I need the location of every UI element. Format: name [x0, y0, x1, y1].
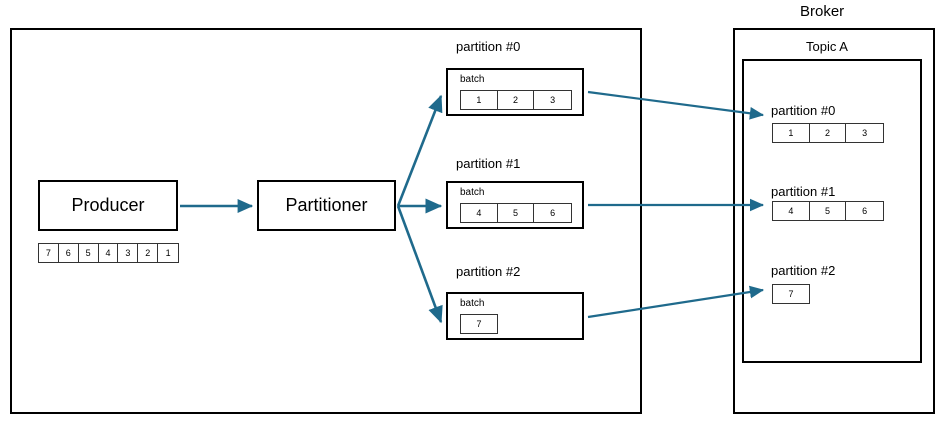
- batch-cell: 2: [498, 91, 535, 109]
- batch-cell: 3: [550, 95, 556, 105]
- producer-side-container: [10, 28, 642, 414]
- broker-container: [733, 28, 935, 414]
- producer-partition-0-cells: 1 2 3: [460, 90, 572, 110]
- broker-partition-1-cells: 4 5 6: [772, 201, 884, 221]
- producer-partition-1-cells: 4 5 6: [460, 203, 572, 223]
- queue-cell: 2: [138, 244, 159, 262]
- batch-cell: 5: [498, 204, 535, 222]
- broker-cell: 6: [862, 206, 868, 216]
- broker-cell: 7: [788, 289, 794, 299]
- producer-partition-0-label: partition #0: [456, 39, 521, 54]
- batch-cell: 4: [461, 204, 498, 222]
- queue-cell: 4: [99, 244, 119, 262]
- topic-container: [742, 59, 922, 363]
- producer-message-queue: 7 6 5 4 3 2 1: [38, 243, 179, 263]
- broker-title: Broker: [800, 3, 845, 20]
- broker-cell: 3: [862, 128, 868, 138]
- queue-cell: 3: [118, 244, 139, 262]
- broker-cell: 2: [810, 124, 847, 142]
- producer-partition-0-box: batch 1 2 3: [446, 68, 584, 116]
- partitioner-box[interactable]: Partitioner: [257, 180, 396, 231]
- broker-partition-2-cells: 7: [772, 284, 810, 304]
- producer-box[interactable]: Producer: [38, 180, 178, 231]
- producer-partition-2-label: partition #2: [456, 264, 521, 279]
- broker-partition-0-label: partition #0: [771, 103, 836, 118]
- queue-cell: 5: [79, 244, 99, 262]
- partitioner-label: Partitioner: [285, 195, 368, 215]
- broker-cell: 4: [773, 202, 810, 220]
- broker-partition-0-cells: 1 2 3: [772, 123, 884, 143]
- producer-partition-2-cells: 7: [460, 314, 498, 334]
- broker-cell: 5: [810, 202, 847, 220]
- batch-cell: 6: [550, 208, 556, 218]
- queue-cell: 6: [59, 244, 79, 262]
- queue-cell: 7: [39, 244, 59, 262]
- topic-title: Topic A: [806, 39, 848, 54]
- broker-cell: 1: [773, 124, 810, 142]
- batch-cell: 7: [476, 319, 482, 329]
- producer-partition-1-box: batch 4 5 6: [446, 181, 584, 229]
- batch-label: batch: [460, 74, 485, 85]
- batch-label: batch: [460, 187, 485, 198]
- queue-cell: 1: [165, 248, 171, 258]
- broker-partition-1-label: partition #1: [771, 184, 836, 199]
- producer-partition-2-box: batch 7: [446, 292, 584, 340]
- batch-cell: 1: [461, 91, 498, 109]
- batch-label: batch: [460, 298, 485, 309]
- broker-partition-2-label: partition #2: [771, 263, 836, 278]
- producer-label: Producer: [71, 195, 145, 215]
- producer-partition-1-label: partition #1: [456, 156, 521, 171]
